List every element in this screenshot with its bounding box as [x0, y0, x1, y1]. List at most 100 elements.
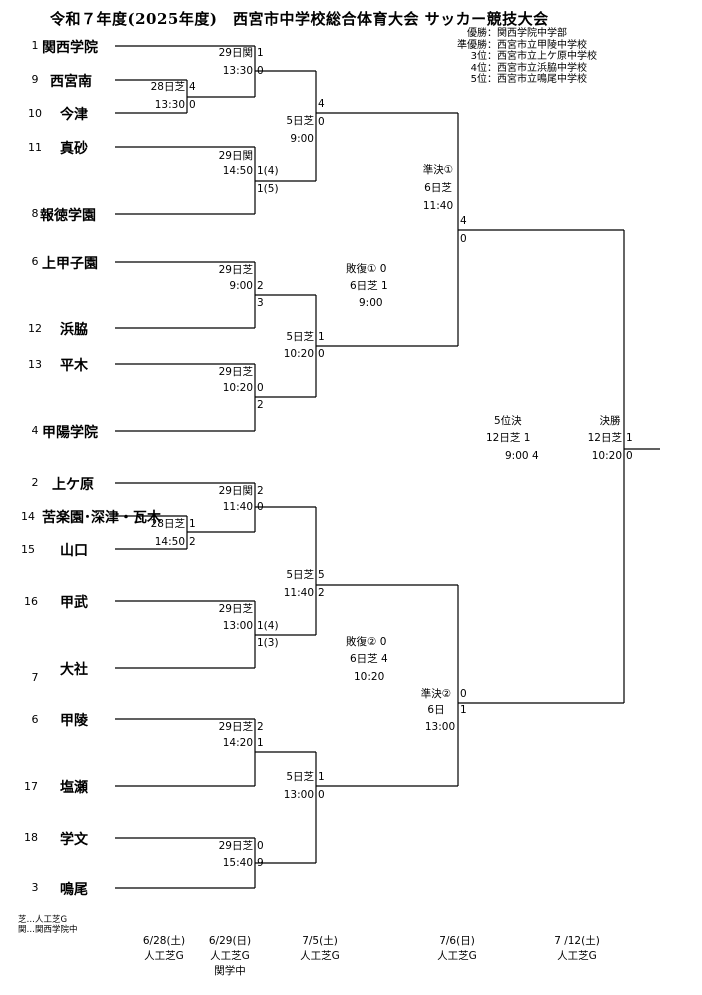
- legend-item: 芝…人工芝G: [18, 915, 68, 925]
- match-score: 1: [318, 331, 325, 343]
- bracket-m6: [254, 601, 316, 668]
- match-score: 0: [257, 501, 264, 513]
- match-score: 0: [318, 789, 325, 801]
- result-label: 優勝：: [467, 28, 497, 39]
- match-score: 1: [189, 518, 196, 530]
- match-score: 0: [379, 636, 387, 648]
- team-name: 甲陽学院: [42, 425, 98, 441]
- result-label: 5位：: [470, 74, 497, 85]
- match-time: 11:40: [222, 501, 253, 513]
- match-venue: 5日芝: [286, 771, 314, 783]
- bracket-q2: [315, 295, 458, 397]
- team-name: 平木: [60, 358, 88, 374]
- result-label: 3位：: [470, 51, 497, 62]
- match-label: 決勝: [599, 415, 621, 427]
- footer-venue: 人工芝G: [144, 950, 184, 962]
- match-score: 0: [257, 65, 264, 77]
- match-score: 1(3): [257, 637, 279, 649]
- team-name: 浜脇: [60, 322, 88, 338]
- team-seed: 1: [31, 39, 39, 52]
- footer-date: 6/29(日): [208, 935, 252, 947]
- match-score: 2: [189, 536, 196, 548]
- team-seed: 9: [31, 73, 39, 86]
- bracket-r1a: [186, 80, 255, 113]
- footer-day: 6/29(日) 人工芝G 関学中: [200, 934, 260, 979]
- match-time: 10:20: [591, 450, 622, 462]
- cons-line: 6日芝 4: [350, 653, 388, 666]
- bracket-m1: [254, 46, 316, 97]
- match-label: 準決②: [420, 688, 452, 700]
- match-venue: 29日関: [218, 150, 253, 162]
- match-score: 0: [626, 450, 633, 462]
- match-label: 敗復①: [346, 263, 377, 275]
- match-time: 10:20: [354, 671, 385, 683]
- team-name: 西宮南: [50, 74, 92, 90]
- match-time: 10:20: [283, 348, 314, 360]
- team-seed: 7: [31, 671, 39, 684]
- team-seed: 16: [24, 595, 38, 608]
- bracket-m2: [254, 147, 316, 214]
- match-score: 5: [318, 569, 325, 581]
- match-venue: 28日芝: [150, 81, 185, 93]
- team-name: 甲陵: [60, 713, 88, 729]
- bracket-q4: [315, 752, 458, 863]
- match-score: 4: [381, 653, 388, 665]
- match-time: 10:20: [222, 382, 253, 394]
- match-score: 4: [460, 215, 467, 227]
- match-score: 4: [189, 81, 196, 93]
- team-seed: 17: [24, 780, 38, 793]
- result-label: 4位：: [470, 62, 497, 74]
- result-value: 西宮市立浜脇中学校: [497, 62, 587, 74]
- match-venue: 12日芝: [486, 432, 521, 444]
- bracket-m5: [254, 483, 316, 532]
- match-venue: 12日芝: [587, 432, 622, 444]
- team-seed: 12: [28, 322, 42, 335]
- team-name: 苦楽園･深津・瓦木: [42, 510, 161, 526]
- result-value: 西宮市立甲陵中学校: [497, 39, 587, 51]
- match-venue: 29日関: [218, 47, 253, 59]
- page-title: 令和７年度(2025年度) 西宮市中学校総合体育大会 サッカー競技大会: [50, 10, 549, 28]
- match-time: 11:40: [422, 200, 454, 212]
- team-seed: 18: [24, 831, 38, 844]
- footer-venue: 人工芝G: [437, 950, 477, 962]
- match-score: 1: [318, 771, 325, 783]
- footer-date: 6/28(土): [142, 935, 186, 947]
- match-score: 0: [257, 840, 264, 852]
- result-row: 4位：西宮市立浜脇中学校: [445, 63, 597, 75]
- match-venue: 29日芝: [218, 366, 253, 378]
- match-time: 11:40: [283, 587, 314, 599]
- team-name: 上甲子園: [42, 256, 98, 272]
- footer-date: 7 /12(土): [554, 935, 600, 947]
- match-time: 14:20: [222, 737, 253, 749]
- match-time: 14:50: [154, 536, 185, 548]
- bracket-m7: [254, 719, 316, 786]
- match-score: 2: [318, 587, 325, 599]
- match-score: 1: [381, 280, 388, 292]
- match-time: 13:30: [154, 99, 185, 111]
- team-seed: 15: [21, 543, 35, 556]
- result-row: 3位：西宮市立上ケ原中学校: [445, 51, 597, 63]
- match-venue: 5日芝: [286, 569, 314, 581]
- cons-line: 6日芝 1: [350, 280, 388, 293]
- match-score: 2: [257, 280, 264, 292]
- match-venue: 28日芝: [150, 518, 185, 530]
- match-venue: 29日芝: [218, 603, 253, 615]
- team-name: 山口: [60, 543, 88, 559]
- footer-venue: 人工芝G: [210, 950, 250, 962]
- team-seed: 2: [31, 476, 39, 489]
- match-score: 1(4): [257, 165, 279, 177]
- match-score: 0: [318, 348, 325, 360]
- cons-line: 12日芝 1: [486, 432, 530, 445]
- bracket-r1b: [186, 516, 255, 549]
- cons-line: 9:00 4: [505, 450, 539, 463]
- match-time: 15:40: [222, 857, 253, 869]
- footer-day: 7/5(土) 人工芝G: [290, 934, 350, 964]
- match-venue: 29日芝: [218, 264, 253, 276]
- team-name: 大社: [60, 662, 88, 678]
- match-venue: 29日関: [218, 485, 253, 497]
- match-score: 2: [257, 399, 264, 411]
- match-time: 9:00: [229, 280, 253, 292]
- team-name: 学文: [60, 832, 88, 848]
- match-label: 5位決: [494, 415, 522, 427]
